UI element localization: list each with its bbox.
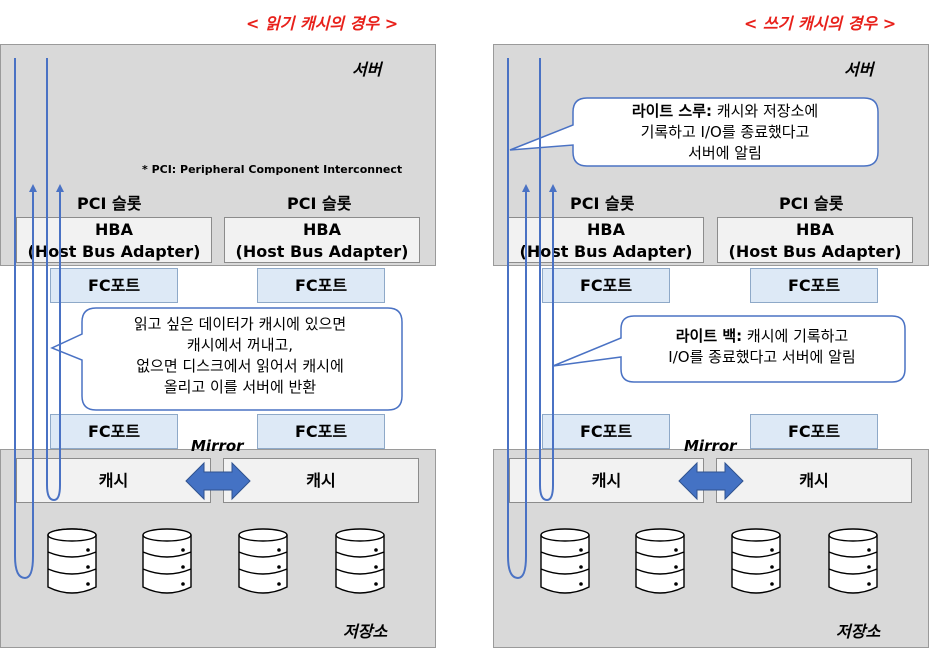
callout-line: 올리고 이를 서버에 반환 bbox=[163, 378, 317, 396]
hba-full-name: (Host Bus Adapter) bbox=[235, 242, 409, 261]
callout-text: 캐시와 저장소에 bbox=[712, 102, 819, 120]
disk-icon bbox=[238, 528, 288, 594]
right-pci-slot-2: PCI 슬롯 bbox=[779, 194, 844, 213]
callout-line: 읽고 싶은 데이터가 캐시에 있으면 bbox=[133, 315, 347, 333]
callout-line: 기록하고 I/O를 종료했다고 bbox=[640, 123, 810, 141]
callout-line: 캐시에서 꺼내고, bbox=[186, 336, 294, 354]
right-hba-2: HBA (Host Bus Adapter) bbox=[717, 217, 913, 263]
hba-name: HBA bbox=[796, 220, 834, 239]
right-server-label: 서버 bbox=[844, 60, 874, 79]
callout-line: I/O를 종료했다고 서버에 알림 bbox=[668, 348, 856, 366]
left-hba-2: HBA (Host Bus Adapter) bbox=[224, 217, 420, 263]
right-fc-port-bottom-2: FC포트 bbox=[750, 414, 878, 449]
left-fc-port-bottom-2: FC포트 bbox=[257, 414, 385, 449]
left-read-flow-line-inner bbox=[46, 58, 64, 502]
write-through-term: 라이트 스루: bbox=[631, 102, 713, 120]
hba-full-name: (Host Bus Adapter) bbox=[27, 242, 201, 261]
disk-icon bbox=[47, 528, 97, 594]
left-storage-label: 저장소 bbox=[343, 622, 388, 641]
hba-name: HBA bbox=[303, 220, 341, 239]
left-fc-port-top-2: FC포트 bbox=[257, 268, 385, 303]
right-panel-title: < 쓰기 캐시의 경우 > bbox=[744, 14, 897, 33]
disk-icon bbox=[635, 528, 685, 594]
disk-icon bbox=[335, 528, 385, 594]
callout-line: 없으면 디스크에서 읽어서 캐시에 bbox=[136, 357, 344, 375]
write-back-term: 라이트 백: bbox=[675, 327, 743, 345]
left-mirror-label: Mirror bbox=[191, 437, 244, 455]
right-storage-label: 저장소 bbox=[836, 622, 881, 641]
right-write-back-bubble bbox=[552, 315, 906, 383]
callout-line: 라이트 백: 캐시에 기록하고 bbox=[620, 326, 904, 347]
disk-icon bbox=[540, 528, 590, 594]
right-mirror-label: Mirror bbox=[684, 437, 737, 455]
left-server-label: 서버 bbox=[352, 60, 382, 79]
hba-name: HBA bbox=[95, 220, 133, 239]
left-pci-note: * PCI: Peripheral Component Interconnect bbox=[142, 163, 403, 176]
right-mirror-arrow bbox=[678, 461, 744, 501]
left-hba-1: HBA (Host Bus Adapter) bbox=[16, 217, 212, 263]
left-fc-port-top-1: FC포트 bbox=[50, 268, 178, 303]
disk-icon bbox=[731, 528, 781, 594]
left-callout-bubble bbox=[50, 307, 403, 411]
left-panel-title: < 읽기 캐시의 경우 > bbox=[246, 14, 399, 33]
right-cache-2: 캐시 bbox=[716, 458, 912, 503]
right-write-flow-line-inner bbox=[539, 58, 557, 502]
left-disk-icons bbox=[47, 528, 385, 594]
left-pci-slot-1: PCI 슬롯 bbox=[77, 194, 142, 213]
right-fc-port-top-2: FC포트 bbox=[750, 268, 878, 303]
callout-line: 서버에 알림 bbox=[688, 144, 762, 162]
right-cache-1: 캐시 bbox=[509, 458, 704, 503]
hba-full-name: (Host Bus Adapter) bbox=[519, 242, 693, 261]
right-fc-port-top-1: FC포트 bbox=[542, 268, 670, 303]
right-disk-icons bbox=[540, 528, 878, 594]
left-pci-slot-2: PCI 슬롯 bbox=[287, 194, 352, 213]
right-write-through-bubble bbox=[509, 97, 879, 167]
callout-line: 라이트 스루: 캐시와 저장소에 bbox=[574, 101, 876, 122]
left-mirror-arrow bbox=[185, 461, 251, 501]
left-read-flow-line-outer bbox=[14, 58, 37, 580]
right-write-flow-line-outer bbox=[507, 58, 530, 580]
hba-full-name: (Host Bus Adapter) bbox=[728, 242, 902, 261]
callout-text: 캐시에 기록하고 bbox=[742, 327, 849, 345]
disk-icon bbox=[142, 528, 192, 594]
hba-name: HBA bbox=[587, 220, 625, 239]
disk-icon bbox=[828, 528, 878, 594]
right-write-back-callout: 라이트 백: 캐시에 기록하고 I/O를 종료했다고 서버에 알림 bbox=[620, 326, 904, 368]
right-pci-slot-1: PCI 슬롯 bbox=[570, 194, 635, 213]
left-read-cache-callout: 읽고 싶은 데이터가 캐시에 있으면 캐시에서 꺼내고, 없으면 디스크에서 읽… bbox=[82, 314, 398, 398]
right-fc-port-bottom-1: FC포트 bbox=[542, 414, 670, 449]
right-write-through-callout: 라이트 스루: 캐시와 저장소에 기록하고 I/O를 종료했다고 서버에 알림 bbox=[574, 101, 876, 164]
left-fc-port-bottom-1: FC포트 bbox=[50, 414, 178, 449]
